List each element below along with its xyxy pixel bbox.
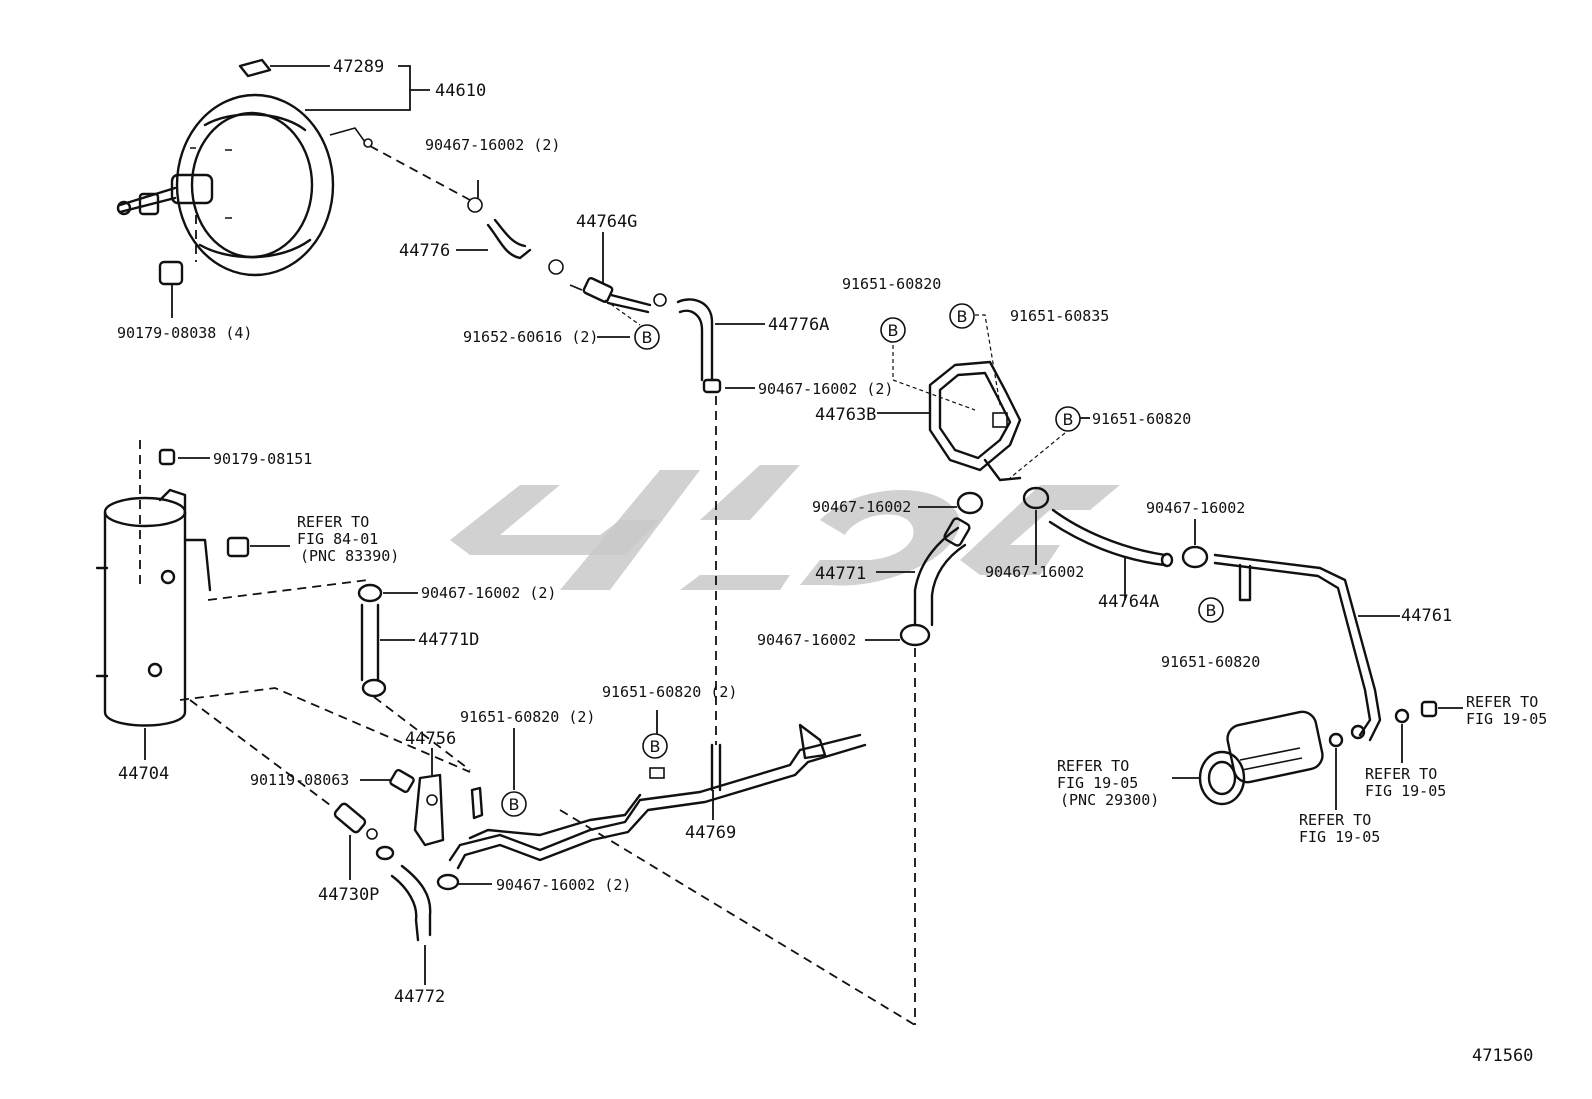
label-91651-60835: 91651-60835 bbox=[1010, 307, 1109, 325]
bolt-90119-08063 bbox=[389, 768, 415, 794]
svg-text:(PNC 29300): (PNC 29300) bbox=[1060, 791, 1159, 809]
label-44772: 44772 bbox=[394, 987, 445, 1007]
hose-44772 bbox=[390, 864, 460, 942]
svg-text:B: B bbox=[1063, 410, 1074, 429]
svg-text:B: B bbox=[509, 795, 520, 814]
valve-44730P bbox=[333, 802, 395, 861]
svg-text:REFER TO: REFER TO bbox=[297, 513, 369, 531]
watermark-logo bbox=[450, 465, 1120, 590]
hose-44764A bbox=[1048, 508, 1174, 568]
label-44771: 44771 bbox=[815, 564, 866, 584]
charcoal-canister-44704 bbox=[95, 448, 212, 727]
svg-text:B: B bbox=[1206, 601, 1217, 620]
label-44764G: 44764G bbox=[576, 212, 637, 232]
ref-fig-19-05-b: REFER TO FIG 19-05 bbox=[1365, 765, 1446, 800]
label-44776A: 44776A bbox=[768, 315, 829, 335]
check-valve-44764G bbox=[569, 277, 667, 314]
clamp-90467-16002-mid bbox=[1022, 486, 1050, 510]
svg-text:REFER TO: REFER TO bbox=[1057, 757, 1129, 775]
pipe-44769 bbox=[448, 723, 867, 870]
label-44756: 44756 bbox=[405, 729, 456, 749]
marker-b-1: B bbox=[634, 324, 660, 350]
svg-text:FIG 19-05: FIG 19-05 bbox=[1365, 782, 1446, 800]
connector-fig-84-01 bbox=[226, 536, 250, 558]
hose-44771D bbox=[357, 583, 387, 698]
marker-b-5: B bbox=[1198, 597, 1224, 623]
svg-text:FIG 19-05: FIG 19-05 bbox=[1057, 774, 1138, 792]
label-91652-60616: 91652-60616 (2) bbox=[463, 328, 598, 346]
ref-fig-19-05-c: REFER TO FIG 19-05 bbox=[1299, 811, 1380, 846]
marker-b-3: B bbox=[949, 303, 975, 329]
svg-text:B: B bbox=[888, 321, 899, 340]
marker-b-6: B bbox=[642, 733, 668, 759]
hose-44771 bbox=[899, 517, 971, 647]
label-44730P: 44730P bbox=[318, 885, 379, 905]
svg-text:REFER TO: REFER TO bbox=[1299, 811, 1371, 829]
label-90467-16002-right: 90467-16002 bbox=[1146, 499, 1245, 517]
marker-b-7: B bbox=[501, 791, 527, 817]
label-44764A: 44764A bbox=[1098, 592, 1159, 612]
svg-text:FIG 19-05: FIG 19-05 bbox=[1466, 710, 1547, 728]
label-44761: 44761 bbox=[1401, 606, 1452, 626]
brake-booster bbox=[116, 93, 373, 286]
svg-text:REFER TO: REFER TO bbox=[1466, 693, 1538, 711]
label-47289: 47289 bbox=[333, 57, 384, 77]
label-44763B: 44763B bbox=[815, 405, 876, 425]
svg-text:B: B bbox=[957, 307, 968, 326]
svg-text:B: B bbox=[642, 328, 653, 347]
label-91651-60820-2a: 91651-60820 (2) bbox=[460, 708, 595, 726]
marker-b-2: B bbox=[880, 317, 906, 343]
figure-number: 471560 bbox=[1472, 1046, 1533, 1066]
ref-fig-19-05-d: REFER TO FIG 19-05 (PNC 29300) bbox=[1057, 757, 1159, 809]
svg-text:(PNC 83390): (PNC 83390) bbox=[300, 547, 399, 565]
label-91651-60820-top: 91651-60820 bbox=[842, 275, 941, 293]
label-44769: 44769 bbox=[685, 823, 736, 843]
label-90467-16002-mid: 90467-16002 bbox=[985, 563, 1084, 581]
label-44771D: 44771D bbox=[418, 630, 479, 650]
ref-fig-84-01: REFER TO FIG 84-01 (PNC 83390) bbox=[297, 513, 399, 565]
svg-text:FIG 84-01: FIG 84-01 bbox=[297, 530, 378, 548]
pipe-44761 bbox=[1213, 553, 1382, 742]
ref-fig-19-05-a: REFER TO FIG 19-05 bbox=[1466, 693, 1547, 728]
svg-text:B: B bbox=[650, 737, 661, 756]
label-90467-16002-low: 90467-16002 bbox=[757, 631, 856, 649]
hose-44776 bbox=[467, 197, 564, 275]
hose-44776A bbox=[676, 298, 722, 394]
label-90179-08038: 90179-08038 (4) bbox=[117, 324, 252, 342]
label-90467-16002-2d: 90467-16002 (2) bbox=[496, 876, 631, 894]
svg-text:FIG 19-05: FIG 19-05 bbox=[1299, 828, 1380, 846]
label-90467-16002-2b: 90467-16002 (2) bbox=[758, 380, 893, 398]
label-44610: 44610 bbox=[435, 81, 486, 101]
label-90179-08151: 90179-08151 bbox=[213, 450, 312, 468]
label-90467-16002-2a: 90467-16002 (2) bbox=[425, 136, 560, 154]
label-44776: 44776 bbox=[399, 241, 450, 261]
label-91651-60820-right: 91651-60820 bbox=[1092, 410, 1191, 428]
clamp-90467-16002-left bbox=[956, 491, 984, 515]
label-90467-16002-left: 90467-16002 bbox=[812, 498, 911, 516]
label-90467-16002-2c: 90467-16002 (2) bbox=[421, 584, 556, 602]
bracket-44756 bbox=[413, 773, 445, 847]
label-90119-08063: 90119-08063 bbox=[250, 771, 349, 789]
svg-text:REFER TO: REFER TO bbox=[1365, 765, 1437, 783]
marker-b-4: B bbox=[1055, 406, 1081, 432]
clamp-90467-16002-right bbox=[1181, 545, 1209, 569]
label-91651-60820-2b: 91651-60820 (2) bbox=[602, 683, 737, 701]
vacuum-switching-valve bbox=[1198, 700, 1438, 806]
label-91651-60820-b: 91651-60820 bbox=[1161, 653, 1260, 671]
label-44704: 44704 bbox=[118, 764, 169, 784]
booster-gasket-47289 bbox=[238, 58, 272, 78]
bracket-44763B bbox=[928, 360, 1022, 482]
